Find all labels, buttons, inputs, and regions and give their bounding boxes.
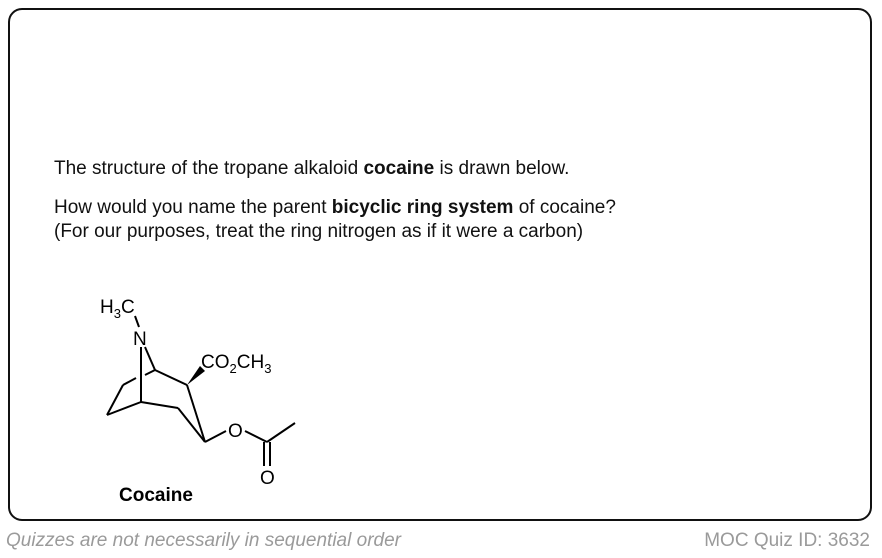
- oxygen-label: O: [228, 421, 243, 442]
- question-line-3: (For our purposes, treat the ring nitrog…: [54, 221, 584, 242]
- quiz-card: [8, 8, 872, 521]
- ester-label: CO2CH3: [201, 352, 271, 376]
- methyl-label: H3C: [100, 297, 135, 321]
- wedge-bond: [187, 366, 205, 385]
- structure-caption: Cocaine: [119, 485, 193, 506]
- carbonyl-oxygen-label: O: [260, 468, 275, 489]
- bonds: [106, 315, 296, 466]
- nitrogen-label: N: [133, 329, 147, 350]
- question-line-2: How would you name the parent bicyclic r…: [54, 197, 616, 218]
- quiz-id: MOC Quiz ID: 3632: [704, 530, 870, 551]
- footer-note: Quizzes are not necessarily in sequentia…: [6, 530, 401, 551]
- question-line-1: The structure of the tropane alkaloid co…: [54, 158, 570, 179]
